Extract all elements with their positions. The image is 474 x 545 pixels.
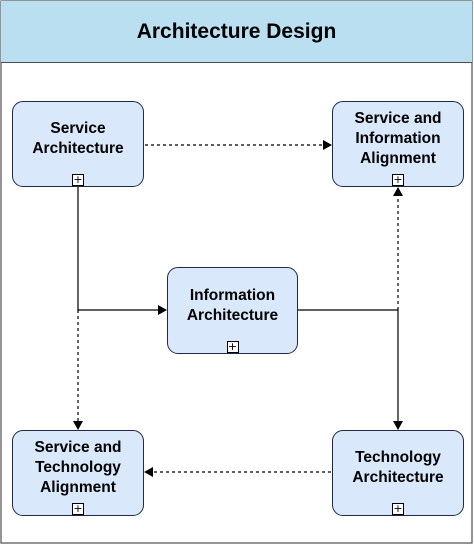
expand-plus-icon[interactable]: +: [392, 502, 404, 515]
edge-service-to-information: [77, 187, 167, 315]
node-service-information-alignment[interactable]: Service and Information Alignment +: [332, 101, 464, 187]
node-label: Information Architecture: [186, 286, 279, 324]
expand-plus-icon[interactable]: +: [72, 173, 84, 186]
node-technology-architecture[interactable]: Technology Architecture +: [332, 430, 464, 516]
expand-plus-icon[interactable]: +: [392, 173, 404, 186]
node-label: Service and Information Alignment: [354, 110, 442, 167]
node-label: Service and Technology Alignment: [34, 439, 122, 496]
diagram-title: Architecture Design: [136, 19, 337, 43]
expand-plus-icon[interactable]: +: [226, 340, 239, 353]
expand-plus-icon[interactable]: +: [72, 502, 84, 515]
node-service-architecture[interactable]: Service Architecture +: [12, 101, 144, 187]
node-service-technology-alignment[interactable]: Service and Technology Alignment +: [12, 430, 144, 516]
node-information-architecture[interactable]: Information Architecture +: [167, 267, 298, 354]
edge-information-to-technology: [298, 309, 403, 430]
node-label: Service Architecture: [32, 120, 124, 157]
diagram-header: Architecture Design: [1, 1, 472, 63]
node-label: Technology Architecture: [352, 449, 444, 486]
